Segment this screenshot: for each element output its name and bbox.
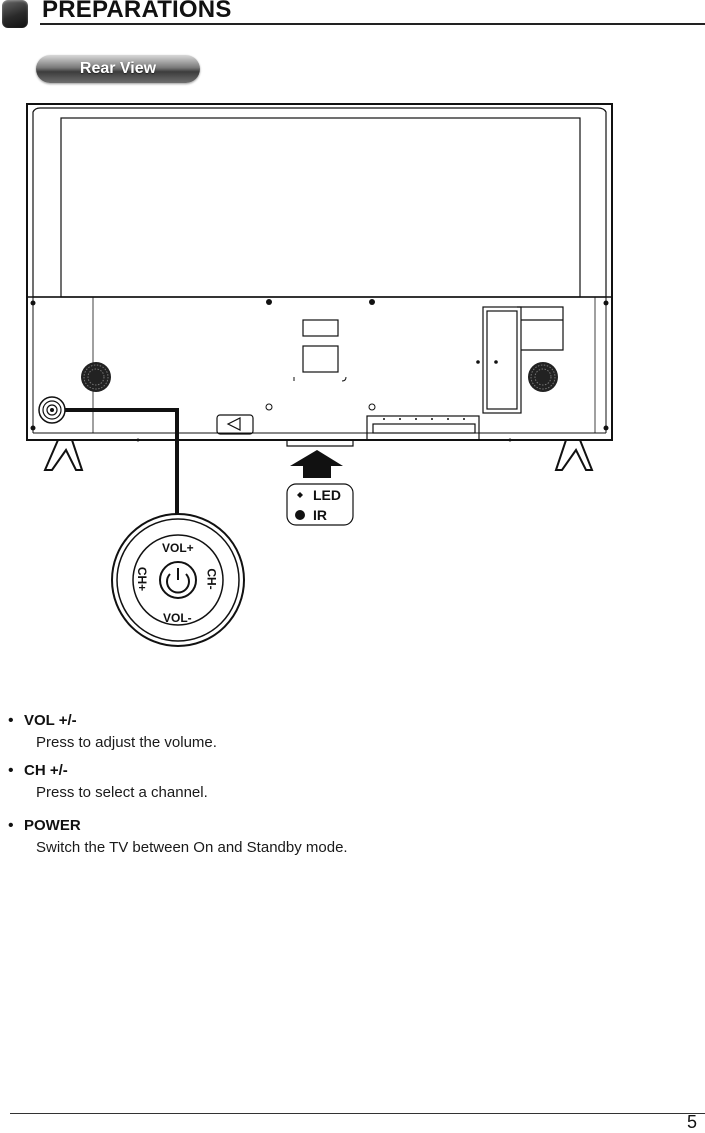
power-icon: [166, 573, 190, 594]
stand-right: [554, 439, 594, 471]
power-socket: [216, 414, 254, 435]
bullet-title: CH +/-: [24, 762, 68, 779]
bullet-title: VOL +/-: [24, 712, 77, 729]
ch-minus-label: CH-: [204, 568, 219, 590]
title-divider: [40, 23, 705, 25]
section-label-pill: Rear View: [36, 55, 200, 83]
speaker-grille-left: [81, 362, 111, 392]
callout-line: [65, 408, 179, 526]
bullet-icon: •: [8, 762, 14, 779]
ch-plus-label: CH+: [135, 566, 150, 592]
tv-rear-view-diagram: [26, 103, 613, 647]
bullet-description: Switch the TV between On and Standby mod…: [36, 839, 348, 856]
tv-back-outline: [26, 103, 613, 441]
label-slot: [302, 319, 339, 337]
bullet-icon: •: [8, 817, 14, 834]
bullet-icon: •: [8, 712, 14, 729]
control-panel-enlarged: [111, 513, 245, 647]
page-number: 5: [686, 1112, 697, 1132]
led-marker-icon: [297, 492, 303, 498]
upper-panel: [32, 107, 607, 298]
section-tab-icon: [2, 0, 28, 28]
control-joystick: [38, 396, 66, 424]
stand-left: [43, 439, 84, 471]
bullet-title: POWER: [24, 817, 81, 834]
up-arrow-icon: [290, 450, 343, 478]
speaker-grille-right: [528, 362, 558, 392]
bullet-description: Press to adjust the volume.: [36, 734, 217, 751]
vesa-plate: [302, 345, 339, 373]
connector-strip: [366, 415, 480, 441]
vol-plus-label: VOL+: [162, 541, 194, 555]
ir-marker-icon: [295, 510, 305, 520]
led-label: LED: [313, 487, 341, 503]
footer-divider: [10, 1113, 705, 1114]
terminal-box: [482, 306, 564, 414]
ir-label: IR: [313, 507, 327, 523]
page-title: PREPARATIONS: [42, 0, 232, 23]
screw-holes: [30, 299, 609, 442]
bullet-description: Press to select a channel.: [36, 784, 208, 801]
vol-minus-label: VOL-: [163, 611, 192, 625]
